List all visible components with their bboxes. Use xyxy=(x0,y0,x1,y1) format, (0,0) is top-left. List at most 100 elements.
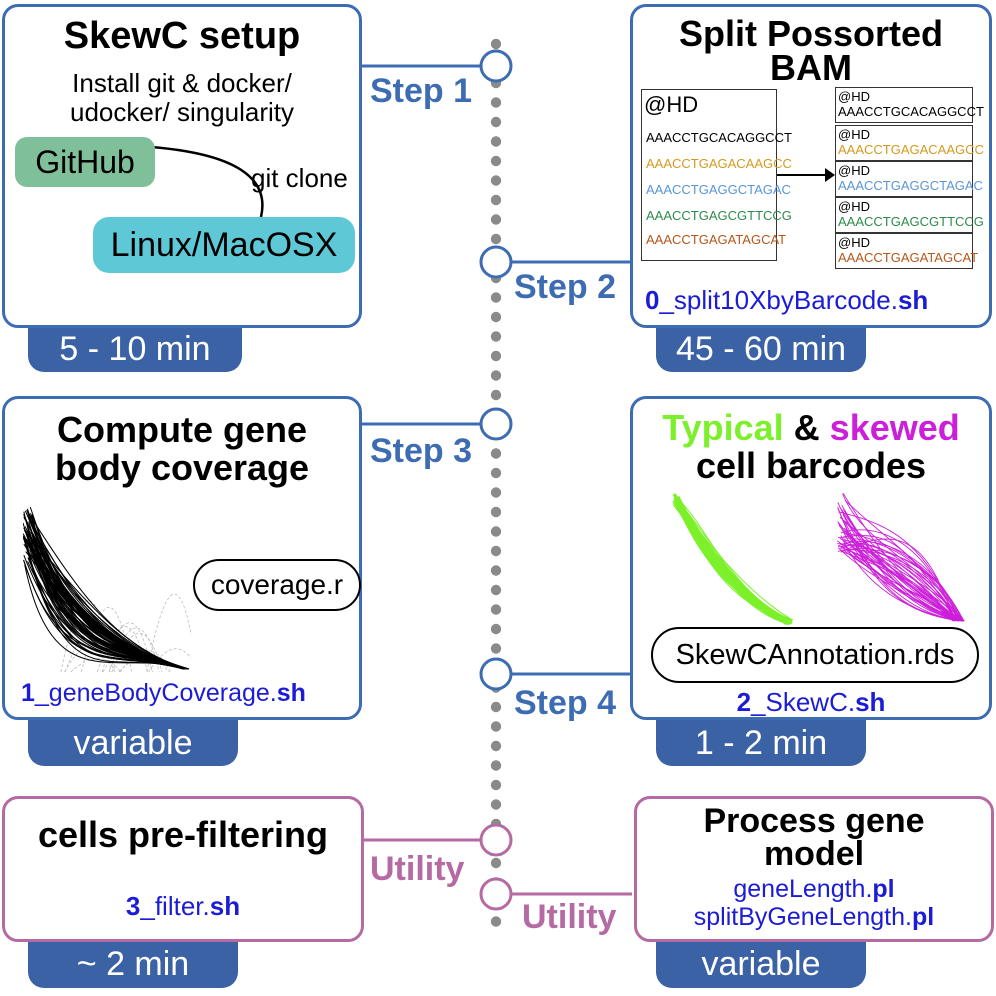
timeline-dot xyxy=(490,565,502,576)
gene-model-title: Process gene model xyxy=(637,804,991,874)
timeline-dot xyxy=(490,467,502,479)
skewed-curve xyxy=(844,531,965,622)
coverage-curve xyxy=(23,537,185,670)
skewed-curve xyxy=(837,502,957,622)
barcode-read: AAACCTGCACAGGCCT xyxy=(838,104,984,119)
typical-curve xyxy=(675,501,792,622)
timeline-dot xyxy=(490,175,502,186)
script-ext: sh xyxy=(276,679,306,707)
barcode-read: AAACCTGAGATAGCAT xyxy=(838,250,979,265)
skewed-curve xyxy=(837,522,965,622)
script-prefix: 2 xyxy=(736,687,752,717)
typical-curve xyxy=(678,496,791,621)
timeline-dot xyxy=(490,292,502,303)
coverage-curve xyxy=(24,564,190,670)
barcode-file-box: @HD AAACCTGAGATAGCAT xyxy=(835,233,978,269)
bam-header: @HD xyxy=(644,92,699,117)
script-ext: sh xyxy=(209,891,241,921)
os-box: Linux/MacOSX xyxy=(93,217,355,273)
utility-right-node xyxy=(479,877,513,911)
coverage-title: Compute gene body coverage xyxy=(5,411,359,487)
timeline-dot xyxy=(490,857,502,869)
split-script-name: 0_split10XbyBarcode.sh xyxy=(645,285,928,316)
typical-curve xyxy=(675,495,789,621)
skewc-title-line2: cell barcodes xyxy=(695,444,927,486)
skewed-curve xyxy=(843,538,957,622)
barcode-header: @HD xyxy=(838,199,870,214)
bam-read: AAACCTGAGATAGCAT xyxy=(646,232,787,247)
timeline-dot xyxy=(490,545,502,557)
gene-model-title-line2: model xyxy=(763,835,865,874)
coverage-title-line2: body coverage xyxy=(54,446,310,488)
utility-left-node xyxy=(479,823,513,857)
coverage-time-badge: variable xyxy=(28,712,238,766)
script-name: _SkewC. xyxy=(751,687,856,717)
timeline-dot xyxy=(490,916,502,927)
typical-curve xyxy=(673,494,791,621)
coverage-curve xyxy=(23,538,184,670)
timeline-dot xyxy=(490,506,502,518)
coverage-curve xyxy=(23,527,184,670)
script-ext: sh xyxy=(855,687,886,717)
typical-curve xyxy=(676,496,792,623)
gene-model-card: Process gene model geneLength.pl splitBy… xyxy=(634,796,994,942)
bam-file-box: @HD AAACCTGCACAGGCCT AAACCTGAGACAAGCC AA… xyxy=(641,89,792,261)
typical-curve xyxy=(676,502,791,621)
barcode-read: AAACCTGAGACAAGCC xyxy=(838,142,984,157)
bam-read: AAACCTGAGACAAGCC xyxy=(646,156,792,171)
coverage-script-name: 1_geneBodyCoverage.sh xyxy=(21,679,306,708)
script-ext: pl xyxy=(872,875,895,903)
timeline-dot xyxy=(490,194,502,206)
script-name: _geneBodyCoverage. xyxy=(34,679,277,707)
typical-curve xyxy=(677,498,787,621)
barcode-file-box: @HD AAACCTGAGCGTTCCG xyxy=(835,197,984,233)
typical-curve xyxy=(677,503,788,622)
barcode-header: @HD xyxy=(838,127,870,142)
timeline-dot xyxy=(490,526,502,537)
timeline-dot xyxy=(490,643,502,654)
timeline-dot xyxy=(490,136,502,147)
typical-curve xyxy=(678,498,788,621)
typical-curve xyxy=(673,493,792,625)
skewed-curve xyxy=(840,529,956,622)
bam-read: AAACCTGAGCGTTCCG xyxy=(646,208,792,223)
script-name: splitByGeneLength. xyxy=(693,903,912,931)
step3-node xyxy=(479,407,513,441)
script-name: _split10XbyBarcode. xyxy=(659,285,898,315)
gene-length-script: geneLength.pl xyxy=(637,875,991,903)
skewed-curve xyxy=(842,513,954,622)
skewed-curve xyxy=(838,511,960,622)
timeline-dot xyxy=(490,604,502,615)
barcode-header: @HD xyxy=(838,235,870,250)
setup-subtitle-line2: udocker/ singularity xyxy=(70,96,294,127)
timeline-dot xyxy=(490,760,502,771)
setup-title: SkewC setup xyxy=(63,15,301,57)
coverage-curve xyxy=(31,524,186,670)
barcode-file-box: @HD AAACCTGAGACAAGCC xyxy=(835,125,984,161)
script-prefix: 3 xyxy=(125,891,141,921)
barcode-header: @HD xyxy=(838,163,870,178)
github-box: GitHub xyxy=(15,137,155,187)
bam-read: AAACCTGCACAGGCCT xyxy=(646,130,792,145)
typical-curve xyxy=(676,498,786,624)
gene-model-scripts: geneLength.pl splitByGeneLength.pl xyxy=(637,875,991,931)
typical-curve xyxy=(676,498,793,621)
script-ext: pl xyxy=(911,903,935,931)
skewc-script-name: 2_SkewC.sh xyxy=(633,687,989,718)
step2-node xyxy=(479,245,513,279)
split-title-line2: BAM xyxy=(770,47,852,89)
typical-curve xyxy=(676,496,792,624)
script-name: geneLength. xyxy=(733,875,873,903)
git-clone-label: git clone xyxy=(251,163,348,193)
split-title: Split Possorted BAM xyxy=(633,13,989,89)
step4-node xyxy=(479,657,513,691)
split-title-line1: Split Possorted xyxy=(678,13,944,54)
timeline-dot xyxy=(490,97,502,108)
timeline-dot xyxy=(490,721,502,732)
amp-label: & xyxy=(793,407,820,448)
split-card: Split Possorted BAM @HD AAACCTGCACAGGCCT… xyxy=(630,4,992,328)
timeline-dots xyxy=(490,38,502,927)
timeline-dot xyxy=(490,779,502,791)
step1-node xyxy=(479,49,513,83)
